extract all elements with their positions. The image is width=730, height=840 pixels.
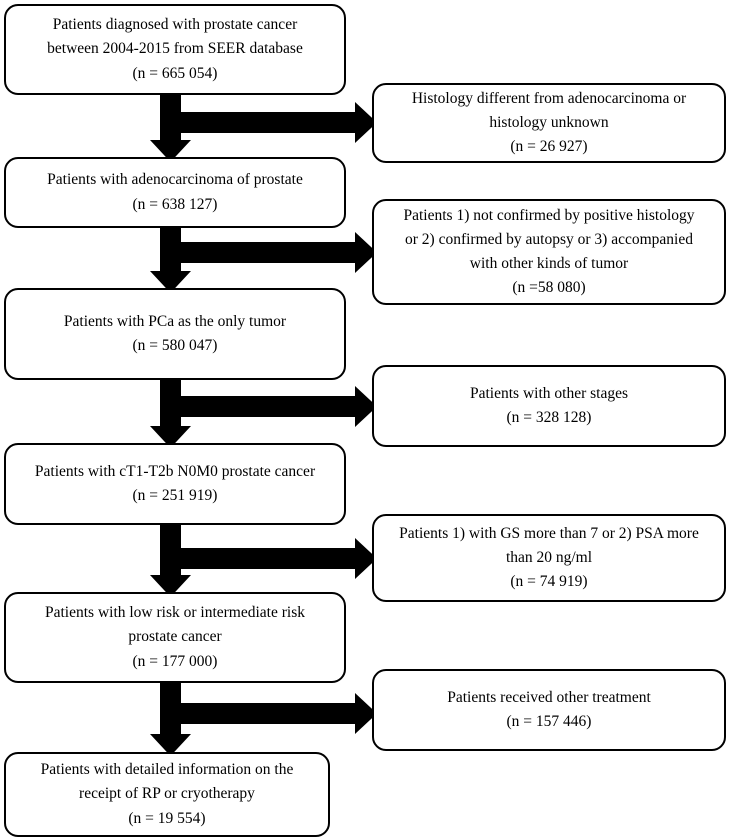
node-line: Patients with low risk or intermediate r… xyxy=(44,604,305,622)
node-count: (n = 26 927) xyxy=(510,138,588,156)
node-count: (n = 177 000) xyxy=(132,652,218,670)
node-line: prostate cancer xyxy=(128,628,222,646)
arrow-right-5 xyxy=(181,693,377,734)
node-count: (n = 251 919) xyxy=(132,487,218,504)
node-line: Patients with adenocarcinoma of prostate xyxy=(47,171,303,189)
node-line: histology unknown xyxy=(489,114,609,131)
arrow-right-3 xyxy=(181,386,377,427)
node-line: with other kinds of tumor xyxy=(469,255,629,272)
node-line: Patients with PCa as the only tumor xyxy=(63,312,287,330)
arrow-down-1 xyxy=(150,95,191,162)
node-excluded-histology: Histology different from adenocarcinoma … xyxy=(372,83,726,163)
arrow-right-1 xyxy=(181,102,377,143)
node-count: (n = 328 128) xyxy=(506,409,592,426)
node-line: Patients with detailed information on th… xyxy=(40,761,294,779)
arrow-down-5 xyxy=(150,683,191,756)
node-count: (n = 74 919) xyxy=(510,573,588,590)
node-final-cohort: Patients with detailed information on th… xyxy=(4,752,330,837)
arrow-down-4 xyxy=(150,525,191,597)
node-count: (n = 19 554) xyxy=(128,809,206,827)
node-count: (n =58 080) xyxy=(512,279,586,297)
node-low-intermediate-risk-cohort: Patients with low risk or intermediate r… xyxy=(4,592,346,683)
node-adenocarcinoma-cohort: Patients with adenocarcinoma of prostate… xyxy=(4,157,346,228)
node-count: (n = 638 127) xyxy=(132,195,218,213)
arrow-right-2 xyxy=(181,232,377,273)
node-pca-only-tumor-cohort: Patients with PCa as the only tumor (n =… xyxy=(4,288,346,380)
node-line: Patients with cT1-T2b N0M0 prostate canc… xyxy=(34,462,316,480)
node-excluded-other-stages: Patients with other stages (n = 328 128) xyxy=(372,365,726,447)
node-count: (n = 580 047) xyxy=(132,337,218,354)
node-line: Patients with other stages xyxy=(470,384,628,402)
node-excluded-high-gs-psa: Patients 1) with GS more than 7 or 2) PS… xyxy=(372,514,726,602)
node-count: (n = 157 446) xyxy=(506,713,592,730)
node-line: than 20 ng/ml xyxy=(505,548,593,566)
node-line: Patients 1) with GS more than 7 or 2) PS… xyxy=(399,524,699,542)
node-count: (n = 665 054) xyxy=(132,64,218,82)
node-excluded-other-treatment: Patients received other treatment (n = 1… xyxy=(372,669,726,751)
node-excluded-unconfirmed-autopsy-other-tumor: Patients 1) not confirmed by positive hi… xyxy=(372,199,726,305)
arrow-right-4 xyxy=(181,538,377,579)
arrow-down-2 xyxy=(150,228,191,293)
node-line: Patients received other treatment xyxy=(447,688,651,706)
node-seer-cohort: Patients diagnosed with prostate cancer … xyxy=(4,4,346,95)
node-line: receipt of RP or cryotherapy xyxy=(79,785,255,803)
node-ct1-t2b-n0m0-cohort: Patients with cT1-T2b N0M0 prostate canc… xyxy=(4,443,346,525)
arrow-down-3 xyxy=(150,380,191,448)
node-line: Patients 1) not confirmed by positive hi… xyxy=(403,206,695,224)
node-line: Histology different from adenocarcinoma … xyxy=(411,89,687,107)
node-line: or 2) confirmed by autopsy or 3) accompa… xyxy=(405,230,693,248)
node-line: between 2004-2015 from SEER database xyxy=(47,40,303,58)
node-line: Patients diagnosed with prostate cancer xyxy=(52,16,298,34)
